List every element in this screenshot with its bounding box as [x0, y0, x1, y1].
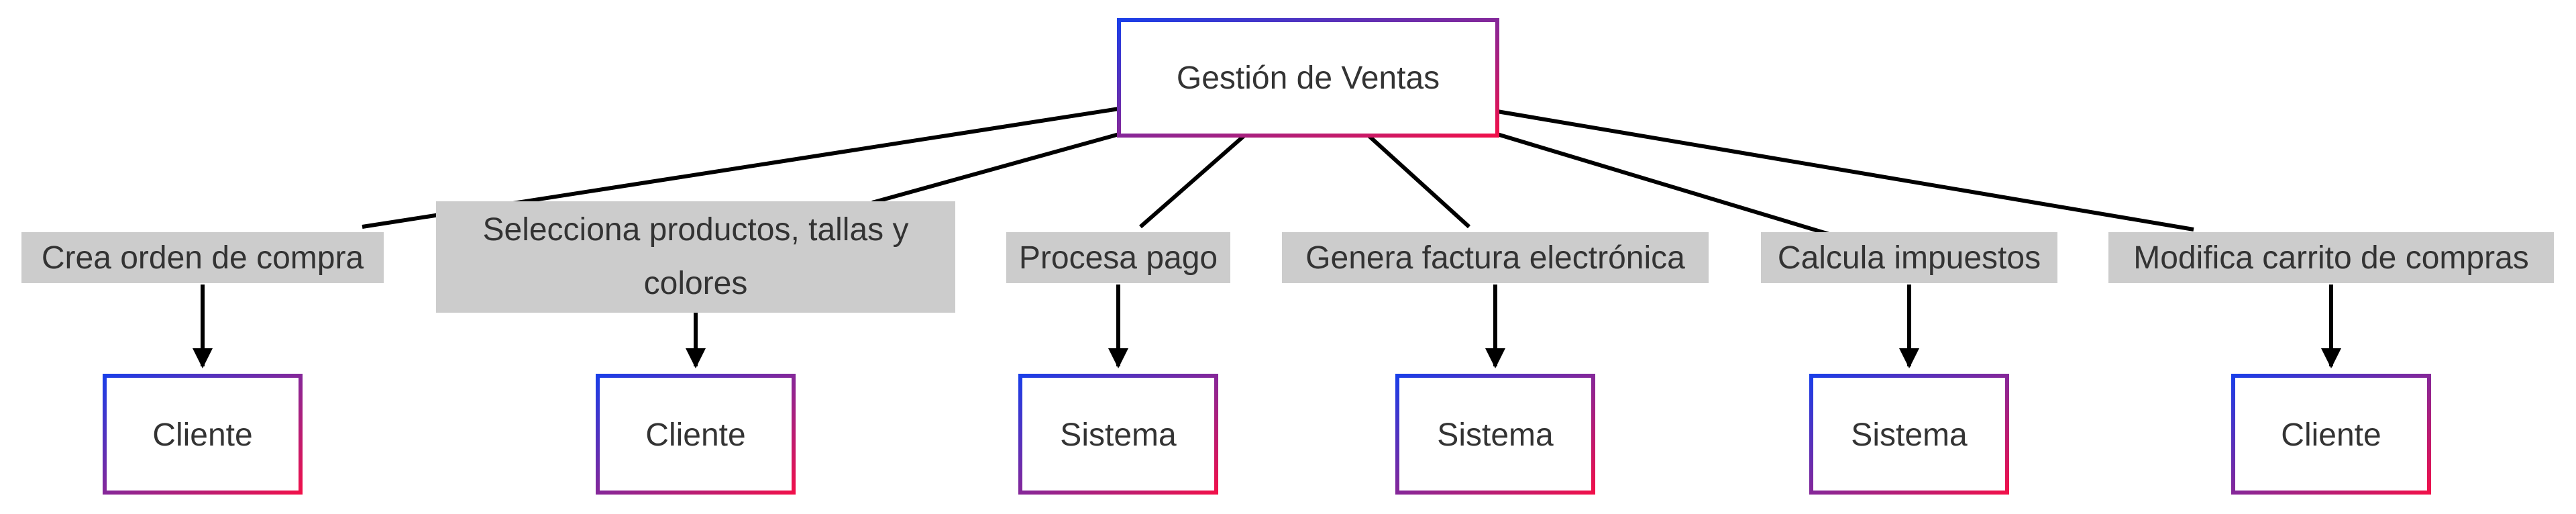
edge-label-3-line-1: Procesa pago	[1019, 240, 1218, 276]
target-node-box-4	[1395, 374, 1595, 495]
target-node-label-5: Sistema	[1851, 417, 1968, 453]
edge-labels-group: Crea orden de compra Selecciona productos…	[21, 201, 2554, 313]
edge-label-5-line-1: Calcula impuestos	[1778, 240, 2041, 276]
target-node-box-1	[103, 374, 303, 495]
arrows-group	[193, 285, 2341, 368]
edge-label-6-line-1: Modifica carrito de compras	[2133, 240, 2529, 276]
target-node-label-3: Sistema	[1060, 417, 1177, 453]
edge-label-bg-6	[2108, 232, 2554, 283]
root-node-box	[1117, 18, 1499, 138]
root-node-label: Gestión de Ventas	[1177, 60, 1440, 96]
target-node-label-6: Cliente	[2281, 417, 2381, 453]
target-node-box-5	[1809, 374, 2009, 495]
target-node-2[interactable]: Cliente	[596, 374, 796, 495]
target-node-1[interactable]: Cliente	[103, 374, 303, 495]
edge-label-bg-4	[1282, 232, 1709, 283]
target-nodes-group: Cliente Cliente Sistema Sistema Sistema Clien…	[103, 374, 2431, 495]
target-node-box-2	[596, 374, 796, 495]
edge-root-to-label-3	[1139, 134, 1246, 229]
target-node-label-4: Sistema	[1437, 417, 1554, 453]
edge-root-to-label-6	[1497, 109, 2194, 232]
target-node-label-1: Cliente	[152, 417, 252, 453]
edge-label-bg-1	[21, 232, 384, 283]
target-node-box-3	[1018, 374, 1218, 495]
edge-label-4-line-1: Genera factura electrónica	[1305, 240, 1685, 276]
edge-root-to-label-5	[1497, 132, 1859, 245]
target-node-4[interactable]: Sistema	[1395, 374, 1595, 495]
target-node-5[interactable]: Sistema	[1809, 374, 2009, 495]
edge-root-to-label-2	[871, 132, 1120, 205]
target-node-3[interactable]: Sistema	[1018, 374, 1218, 495]
edge-label-bg-5	[1761, 232, 2057, 283]
root-node[interactable]: Gestión de Ventas	[1117, 18, 1499, 138]
edge-label-bg-3	[1006, 232, 1230, 283]
edge-label-1-line-1: Crea orden de compra	[42, 240, 364, 276]
target-node-box-6	[2231, 374, 2431, 495]
edge-label-2-line-1: Selecciona productos, tallas y	[482, 212, 908, 248]
edge-root-to-label-4	[1366, 134, 1471, 229]
target-node-6[interactable]: Cliente	[2231, 374, 2431, 495]
edge-label-bg-2	[436, 201, 955, 313]
target-node-label-2: Cliente	[645, 417, 745, 453]
edge-label-2-line-2: colores	[644, 266, 748, 301]
